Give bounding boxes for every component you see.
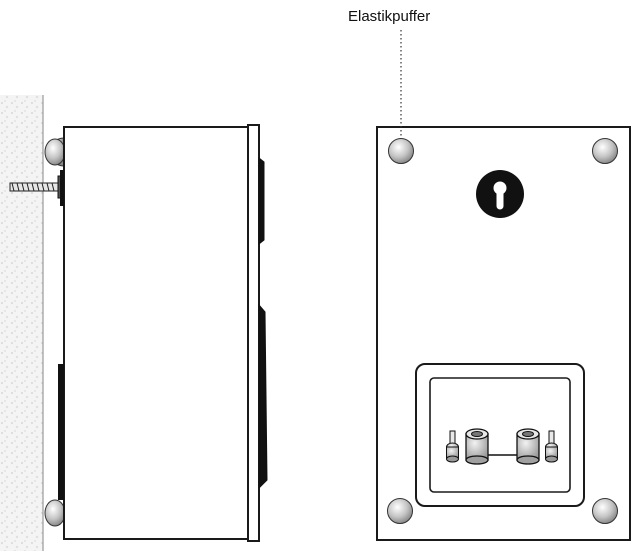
cabinet-side	[63, 126, 249, 540]
bumper-top-right	[592, 138, 618, 164]
rear-strip	[58, 364, 64, 500]
woofer-protrusion	[258, 303, 268, 490]
front-baffle	[247, 124, 260, 542]
side-bumper-bottom	[44, 499, 66, 527]
terminal-left	[446, 428, 489, 465]
bumper-top-left	[388, 138, 414, 164]
rear-strip-top	[60, 170, 64, 206]
bumper-bottom-left	[387, 498, 413, 524]
bumper-bottom-right	[592, 498, 618, 524]
side-view	[0, 95, 268, 551]
terminal-right	[516, 428, 558, 465]
keyhole-icon	[476, 170, 524, 218]
side-bumper-top	[44, 137, 66, 167]
callout-label: Elastikpuffer	[348, 8, 431, 25]
wall	[0, 95, 43, 551]
tweeter-protrusion	[258, 156, 265, 246]
rear-view	[376, 30, 631, 541]
